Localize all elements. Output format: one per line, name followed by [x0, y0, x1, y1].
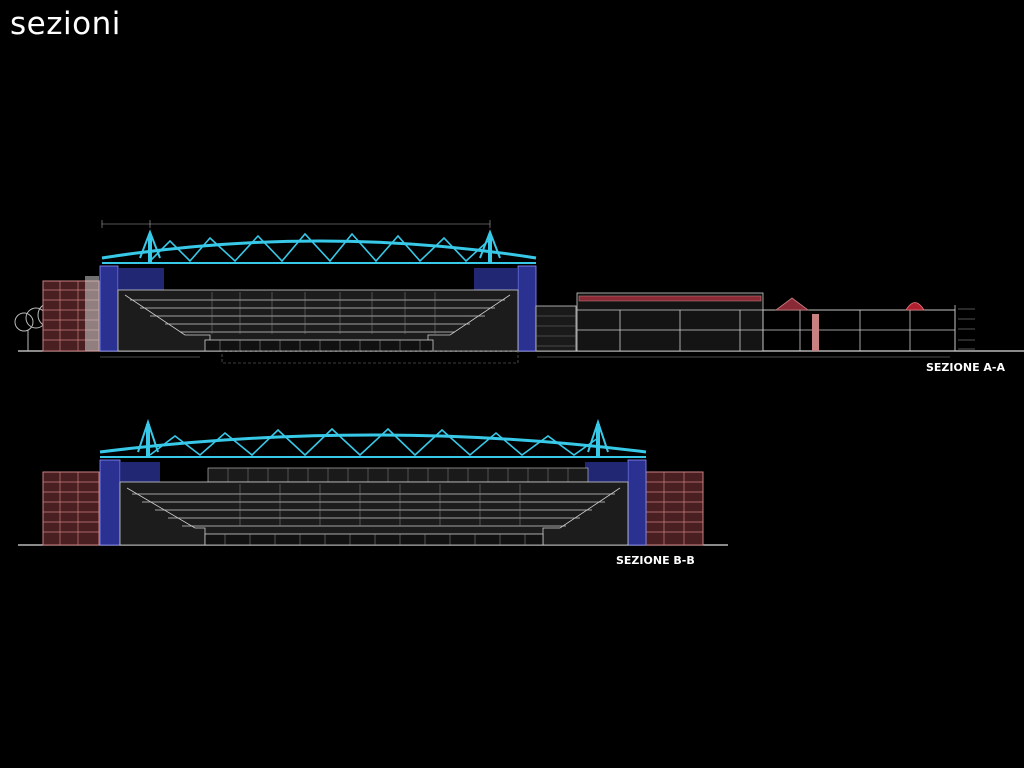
stands-b [119, 481, 629, 546]
residential-building-left-a [42, 276, 100, 352]
residential-building-left-b [42, 471, 100, 546]
annex-building-a [535, 292, 956, 352]
level-markers-a [958, 308, 975, 350]
section-b-drawing [18, 418, 728, 546]
basement-outline-a [221, 350, 519, 364]
stands-a [117, 289, 519, 352]
section-label-b: SEZIONE B-B [616, 554, 695, 567]
section-label-a: SEZIONE A-A [926, 361, 1005, 374]
tower-left-b [99, 459, 121, 546]
tower-right-a [517, 265, 537, 352]
tower-right-b [627, 459, 647, 546]
tower-left-a [99, 265, 119, 352]
dimension-top-a [101, 220, 491, 228]
roof-truss-a [101, 229, 537, 264]
roof-truss-b [99, 418, 647, 458]
upper-boxes-b [207, 467, 589, 483]
residential-building-right-b [645, 471, 704, 546]
section-a-drawing [14, 220, 1024, 364]
slide-title: sezioni [10, 6, 121, 42]
